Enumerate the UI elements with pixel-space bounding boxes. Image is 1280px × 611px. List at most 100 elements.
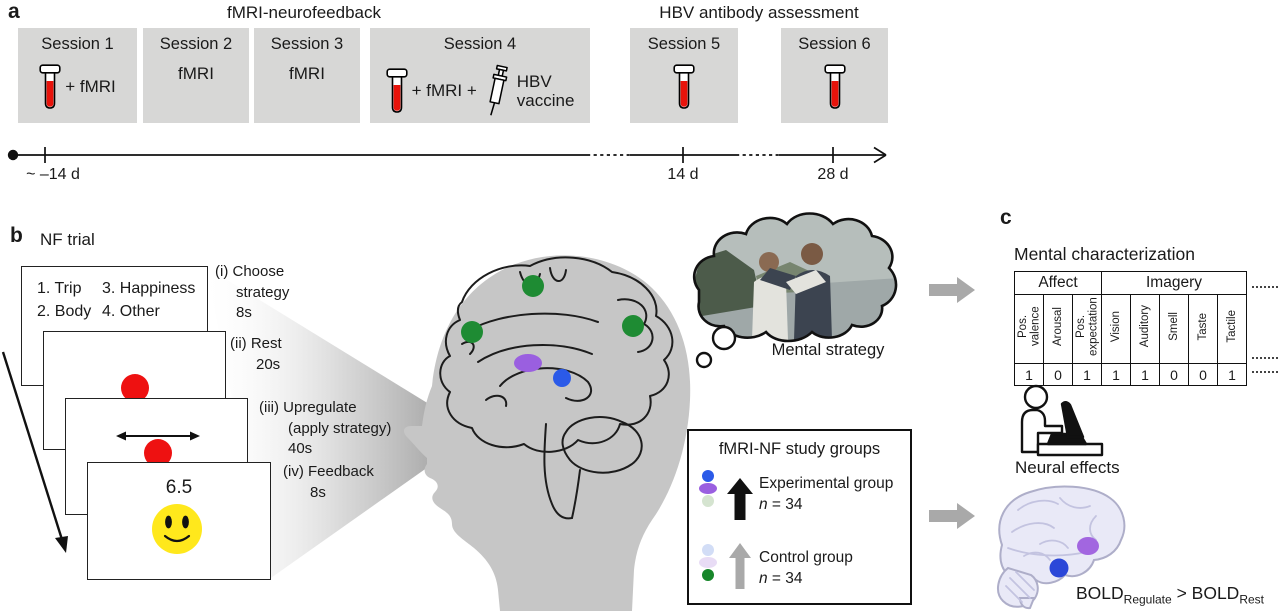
roi-blue-midbrain — [553, 369, 571, 387]
blood-tube-icon — [385, 68, 408, 113]
exp-blue-dot — [702, 470, 714, 482]
strategy-option-3: 3. Happiness — [102, 280, 196, 297]
nf-trial-title: NF trial — [40, 230, 95, 249]
session-2-name: Session 2 — [159, 35, 233, 53]
value-cell: 1 — [1217, 363, 1247, 386]
value-cell: 0 — [1159, 363, 1189, 386]
left-right-arrow-icon — [116, 431, 200, 441]
ctl-green-dot — [702, 569, 714, 581]
col-arousal: Arousal — [1051, 307, 1064, 346]
session-1-box: Session 1 + fMRI — [18, 28, 137, 123]
thought-bubble-mid — [711, 325, 737, 351]
value-cell: 1 — [1072, 363, 1102, 386]
col-auditory: Auditory — [1138, 305, 1151, 348]
session-2-box: Session 2 fMRI — [143, 28, 249, 123]
mental-characterization-table: Affect Imagery Pos. valence Arousal Pos.… — [1014, 271, 1247, 386]
session-5-box: Session 5 — [630, 28, 738, 123]
session-6-name: Session 6 — [798, 35, 871, 53]
roi-green-occipital — [622, 315, 644, 337]
blood-tube-icon — [39, 64, 61, 109]
value-cell: 0 — [1188, 363, 1218, 386]
experimental-group-label: Experimental group n = 34 — [759, 475, 894, 513]
col-pos-valence: Pos. valence — [1016, 306, 1041, 347]
blood-tube-icon — [673, 64, 695, 109]
session-5-name: Session 5 — [647, 35, 721, 53]
session-1-name: Session 1 — [41, 35, 114, 53]
right-arrow-top — [929, 277, 975, 303]
col-smell: Smell — [1167, 312, 1180, 341]
step-feedback: (iv) Feedback 8s — [283, 463, 374, 501]
blood-tube-icon — [823, 64, 846, 109]
hbv-title: HBV antibody assessment — [659, 3, 859, 22]
neural-effects-label: Neural effects — [1015, 458, 1120, 477]
session-3-box: Session 3 fMRI — [254, 28, 360, 123]
panel-c-label: c — [1000, 206, 1012, 229]
exp-purple-ellipse — [699, 483, 717, 494]
bold-brain — [996, 485, 1126, 610]
session-1-text: + fMRI — [65, 77, 116, 96]
syringe-icon — [489, 64, 508, 116]
step-rest: (ii) Rest 20s — [230, 335, 282, 373]
panel-b-label: b — [10, 224, 23, 247]
table-continues-mark — [1252, 286, 1278, 288]
right-arrow-bottom — [929, 503, 975, 529]
head-silhouette — [403, 255, 691, 611]
trial-sequence-arrow — [1, 351, 68, 553]
bold-roi-purple — [1077, 537, 1099, 555]
feedback-dot — [121, 374, 149, 402]
feedback-score: 6.5 — [165, 477, 193, 498]
legend-title: fMRI-NF study groups — [718, 440, 881, 458]
control-group-label: Control group n = 34 — [759, 549, 853, 587]
roi-green-frontal — [461, 321, 483, 343]
value-row: 1 0 1 1 1 0 0 1 — [1014, 363, 1247, 386]
session-6-box: Session 6 — [781, 28, 888, 123]
table-continues-mark — [1252, 371, 1278, 373]
smiley-icon — [152, 504, 202, 554]
table-continues-mark — [1252, 357, 1278, 359]
affect-group-header: Affect — [1014, 271, 1102, 295]
roi-green-parietal — [522, 275, 544, 297]
col-vision: Vision — [1109, 310, 1122, 343]
strategy-option-1: 1. Trip — [37, 280, 82, 297]
timeline-28d-label: 28 d — [817, 166, 849, 183]
thought-bubble-photo — [694, 213, 897, 341]
black-up-arrow-icon — [727, 478, 753, 520]
feedback-card: 6.5 — [87, 462, 271, 580]
roi-purple-subcortical — [514, 354, 542, 372]
column-header-row: Pos. valence Arousal Pos. expectation Vi… — [1014, 294, 1247, 364]
exp-pale-green-dot — [702, 495, 714, 507]
person-at-laptop-icon — [1020, 384, 1104, 457]
session-3-text: fMRI — [289, 64, 325, 83]
strategy-option-4: 4. Other — [102, 303, 160, 320]
step-choose-strategy: (i) Choose strategy 8s — [215, 263, 290, 321]
value-cell: 1 — [1014, 363, 1044, 386]
imagery-group-header: Imagery — [1101, 271, 1247, 295]
ctl-pale-purple-ellipse — [699, 557, 717, 568]
study-timeline — [7, 146, 887, 164]
step-upregulate: (iii) Upregulate (apply strategy) 40s — [259, 399, 392, 457]
value-cell: 0 — [1043, 363, 1073, 386]
timeline-start-label: ~ –14 d — [26, 166, 80, 183]
timeline-14d-label: 14 d — [667, 166, 699, 183]
brain-sketch — [439, 256, 674, 520]
session-4-name: Session 4 — [443, 35, 517, 53]
mental-characterization-title: Mental characterization — [1014, 244, 1195, 264]
col-taste: Taste — [1196, 312, 1209, 341]
bold-contrast-label: BOLDRegulate > BOLDRest — [1076, 583, 1264, 607]
panel-a-label: a — [8, 0, 20, 23]
thought-bubble-small — [695, 351, 713, 369]
col-tactile: Tactile — [1225, 310, 1238, 343]
session-4-vaccine-label: HBV vaccine — [516, 72, 575, 110]
ctl-pale-blue-dot — [702, 544, 714, 556]
session-4-box: Session 4 + fMRI + HBV vaccine — [370, 28, 590, 123]
gray-up-arrow-icon — [729, 543, 751, 589]
bold-roi-blue — [1049, 558, 1069, 578]
study-groups-legend: fMRI-NF study groups Experimental group … — [687, 429, 912, 605]
col-pos-expectation: Pos. expectation — [1074, 297, 1099, 356]
nf-title: fMRI-neurofeedback — [226, 3, 382, 22]
session-3-name: Session 3 — [270, 35, 344, 53]
value-cell: 1 — [1130, 363, 1160, 386]
value-cell: 1 — [1101, 363, 1131, 386]
session-2-text: fMRI — [178, 64, 214, 83]
